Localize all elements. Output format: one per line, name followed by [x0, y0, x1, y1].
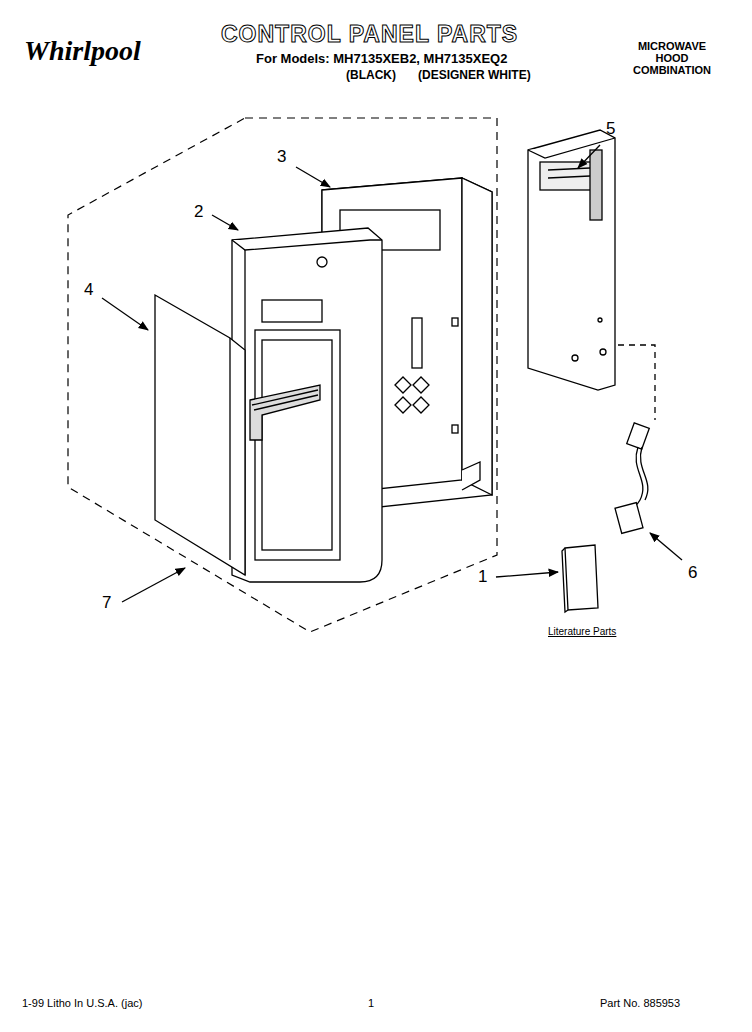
product-type: MICROWAVE HOOD COMBINATION: [622, 40, 722, 76]
callout-number: 3: [277, 148, 286, 167]
callout-number: 4: [84, 281, 93, 300]
page-number: 1: [368, 997, 374, 1009]
callout-number: 5: [606, 120, 615, 139]
model-color: (BLACK): [346, 69, 396, 82]
model-color: (DESIGNER WHITE): [418, 69, 531, 82]
callout-number: 7: [102, 594, 111, 613]
part-number: Part No. 885953: [600, 997, 680, 1009]
brand-logo: Whirlpool: [24, 36, 141, 67]
model-list: For Models: MH7135XEB2, MH7135XEQ2: [256, 52, 507, 66]
callout-number: 6: [688, 564, 697, 583]
print-note: 1-99 Litho In U.S.A. (jac): [22, 997, 142, 1009]
section-label: Literature Parts: [548, 626, 616, 637]
page-title: CONTROL PANEL PARTS: [221, 22, 518, 47]
callout-number: 1: [478, 568, 487, 587]
callout-number: 2: [194, 203, 203, 222]
